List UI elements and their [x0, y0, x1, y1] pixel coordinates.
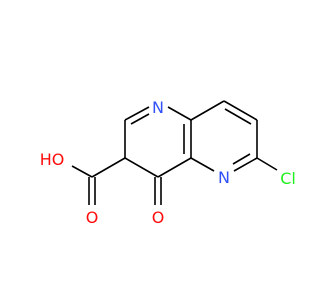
bonds: [71, 100, 278, 205]
atom-label-keto-oxygen: O: [152, 208, 165, 227]
bond-cooh-oh: [71, 165, 93, 178]
bond-c8a-c8: [190, 100, 225, 121]
bond-c8-c7: [223, 100, 258, 121]
atom-label-hydroxyl: HO: [40, 150, 65, 169]
molecule-svg: N N Cl O O HO: [40, 98, 296, 227]
atom-labels: N N Cl O O HO: [40, 98, 296, 227]
bond-c3-cooh: [91, 157, 126, 178]
atom-label-n1: N: [152, 98, 164, 117]
atom-label-cl: Cl: [280, 169, 296, 188]
bond-n1-c2-inner: [130, 113, 150, 125]
bond-n5-c4a: [190, 157, 215, 172]
bond-n1-c2: [124, 106, 150, 121]
bond-c6-n5: [233, 157, 258, 172]
bond-c4-c4a: [157, 157, 192, 178]
atom-label-acid-oxygen: O: [86, 208, 99, 227]
bond-c6-n5-inner: [232, 153, 251, 165]
atom-label-n5: N: [218, 168, 230, 187]
bond-c6-cl: [256, 157, 278, 171]
bond-c8-c7-inner: [224, 108, 252, 125]
molecule-structure: N N Cl O O HO: [40, 98, 296, 227]
bond-c8a-n1: [167, 106, 192, 121]
bond-c3-c4: [124, 157, 159, 178]
